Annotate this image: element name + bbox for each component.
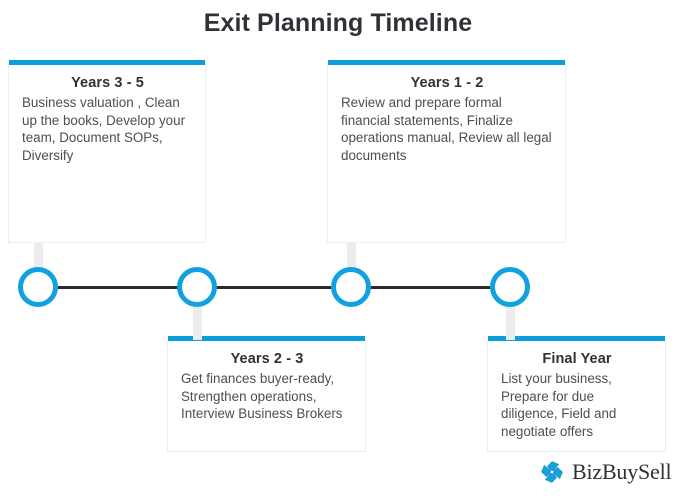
card-body: Review and prepare formal financial stat… <box>341 95 552 163</box>
timeline-node-1 <box>18 267 58 307</box>
card-accent-bar <box>488 336 665 341</box>
timeline-card-years-3-5: Years 3 - 5 Business valuation , Clean u… <box>8 60 206 243</box>
connector-stem <box>34 243 43 271</box>
connector-stem <box>193 301 202 340</box>
timeline-node-2 <box>177 267 217 307</box>
timeline-node-4 <box>490 267 530 307</box>
card-accent-bar <box>168 336 365 341</box>
card-content: Years 3 - 5 Business valuation , Clean u… <box>9 65 205 174</box>
timeline-card-years-1-2: Years 1 - 2 Review and prepare formal fi… <box>327 60 566 243</box>
pinwheel-logo-icon <box>541 461 563 483</box>
card-body: Get finances buyer-ready, Strengthen ope… <box>181 371 343 421</box>
connector-stem <box>506 301 515 340</box>
bizbuysell-logo: BizBuySell <box>539 459 672 485</box>
card-content: Years 1 - 2 Review and prepare formal fi… <box>328 65 565 174</box>
card-accent-bar <box>9 60 205 65</box>
page-title: Exit Planning Timeline <box>203 9 473 37</box>
logo-wordmark: BizBuySell <box>572 459 672 484</box>
card-body: Business valuation , Clean up the books,… <box>22 95 186 163</box>
card-content: Years 2 - 3 Get finances buyer-ready, St… <box>168 341 365 433</box>
timeline-card-years-2-3: Years 2 - 3 Get finances buyer-ready, St… <box>167 336 366 452</box>
card-accent-bar <box>328 60 565 65</box>
card-content: Final Year List your business, Prepare f… <box>488 341 665 450</box>
card-heading: Final Year <box>542 351 612 367</box>
card-body: List your business, Prepare for due dili… <box>501 371 617 439</box>
timeline-card-final-year: Final Year List your business, Prepare f… <box>487 336 666 452</box>
card-heading: Years 3 - 5 <box>71 75 144 91</box>
timeline-axis-line <box>38 286 512 289</box>
card-heading: Years 1 - 2 <box>410 75 484 91</box>
timeline-node-3 <box>331 267 371 307</box>
card-heading: Years 2 - 3 <box>230 351 304 367</box>
connector-stem <box>347 243 356 271</box>
